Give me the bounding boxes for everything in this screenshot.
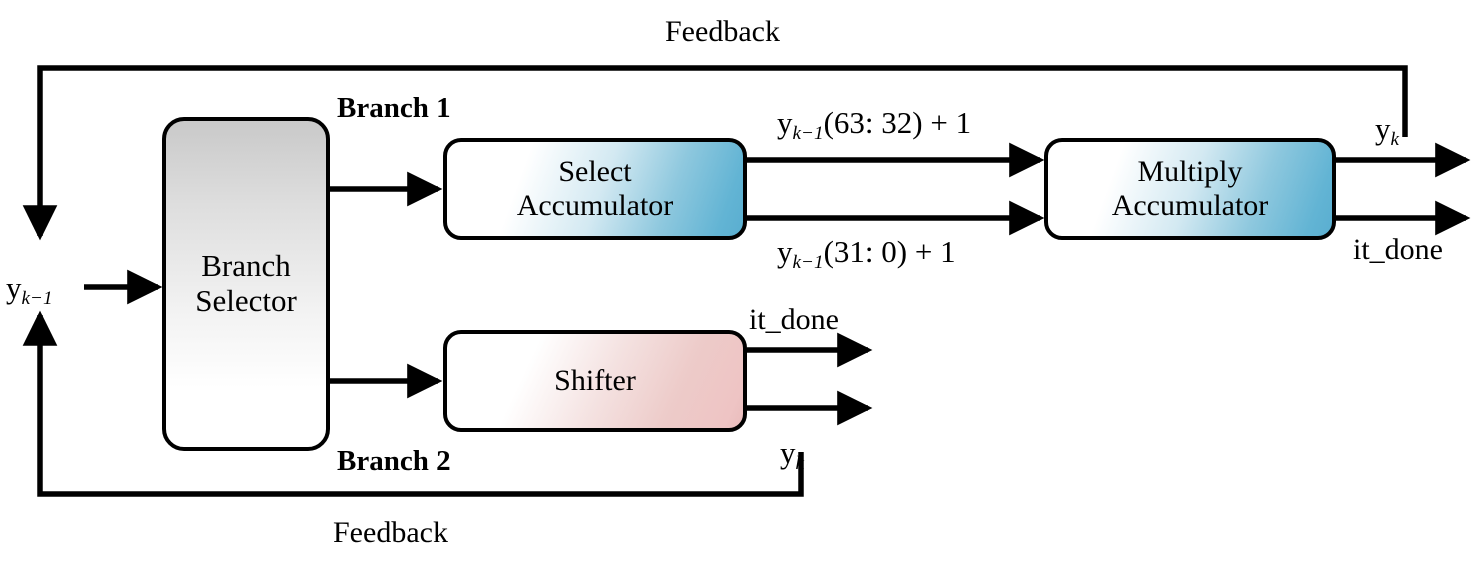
label-branch-2: Branch 2 xyxy=(337,445,451,477)
block-multiply-accumulator-line1: Multiply xyxy=(1137,155,1243,189)
label-output-it-done-multiply-accumulator: it_done xyxy=(1353,233,1443,266)
label-sum-high-word: yk−1(63: 32) + 1 xyxy=(777,107,971,143)
input-signal-subscript: k−1 xyxy=(21,287,53,309)
block-multiply-accumulator[interactable]: Multiply Accumulator xyxy=(1044,138,1336,240)
output-yk-bottom-subscript: k xyxy=(795,452,805,474)
label-feedback-top: Feedback xyxy=(665,15,780,48)
block-branch-selector-line1: Branch xyxy=(201,248,291,284)
input-signal-base: y xyxy=(6,270,22,305)
block-multiply-accumulator-line2: Accumulator xyxy=(1111,189,1269,222)
output-yk-top-subscript: k xyxy=(1390,128,1400,150)
sum-low-range: (31: 0) + 1 xyxy=(823,234,956,269)
block-branch-selector-line2: Selector xyxy=(195,283,297,318)
output-yk-bottom-base: y xyxy=(780,435,796,470)
sum-high-subscript: k−1 xyxy=(792,122,824,144)
label-output-yk-multiply-accumulator: yk xyxy=(1375,113,1399,149)
block-shifter[interactable]: Shifter xyxy=(443,330,747,432)
block-shifter-line1: Shifter xyxy=(554,364,636,398)
sum-low-base: y xyxy=(777,234,793,269)
output-yk-top-base: y xyxy=(1375,111,1391,146)
label-sum-low-word: yk−1(31: 0) + 1 xyxy=(777,236,956,272)
sum-low-subscript: k−1 xyxy=(792,251,824,273)
block-branch-selector[interactable]: Branch Selector xyxy=(162,117,330,451)
block-select-accumulator[interactable]: Select Accumulator xyxy=(443,138,747,240)
sum-high-base: y xyxy=(777,105,793,140)
block-select-accumulator-line1: Select xyxy=(558,155,632,189)
sum-high-range: (63: 32) + 1 xyxy=(823,105,972,140)
block-select-accumulator-line2: Accumulator xyxy=(516,189,674,222)
label-output-it-done-shifter: it_done xyxy=(749,303,839,336)
label-input-signal-yk-minus-1: yk−1 xyxy=(6,272,53,308)
label-output-yk-shifter: yk xyxy=(780,437,804,473)
wire-feedback-top xyxy=(22,65,1408,241)
wire-feedback-bottom xyxy=(22,310,804,497)
label-branch-1: Branch 1 xyxy=(337,92,451,124)
label-feedback-bottom: Feedback xyxy=(333,516,448,549)
